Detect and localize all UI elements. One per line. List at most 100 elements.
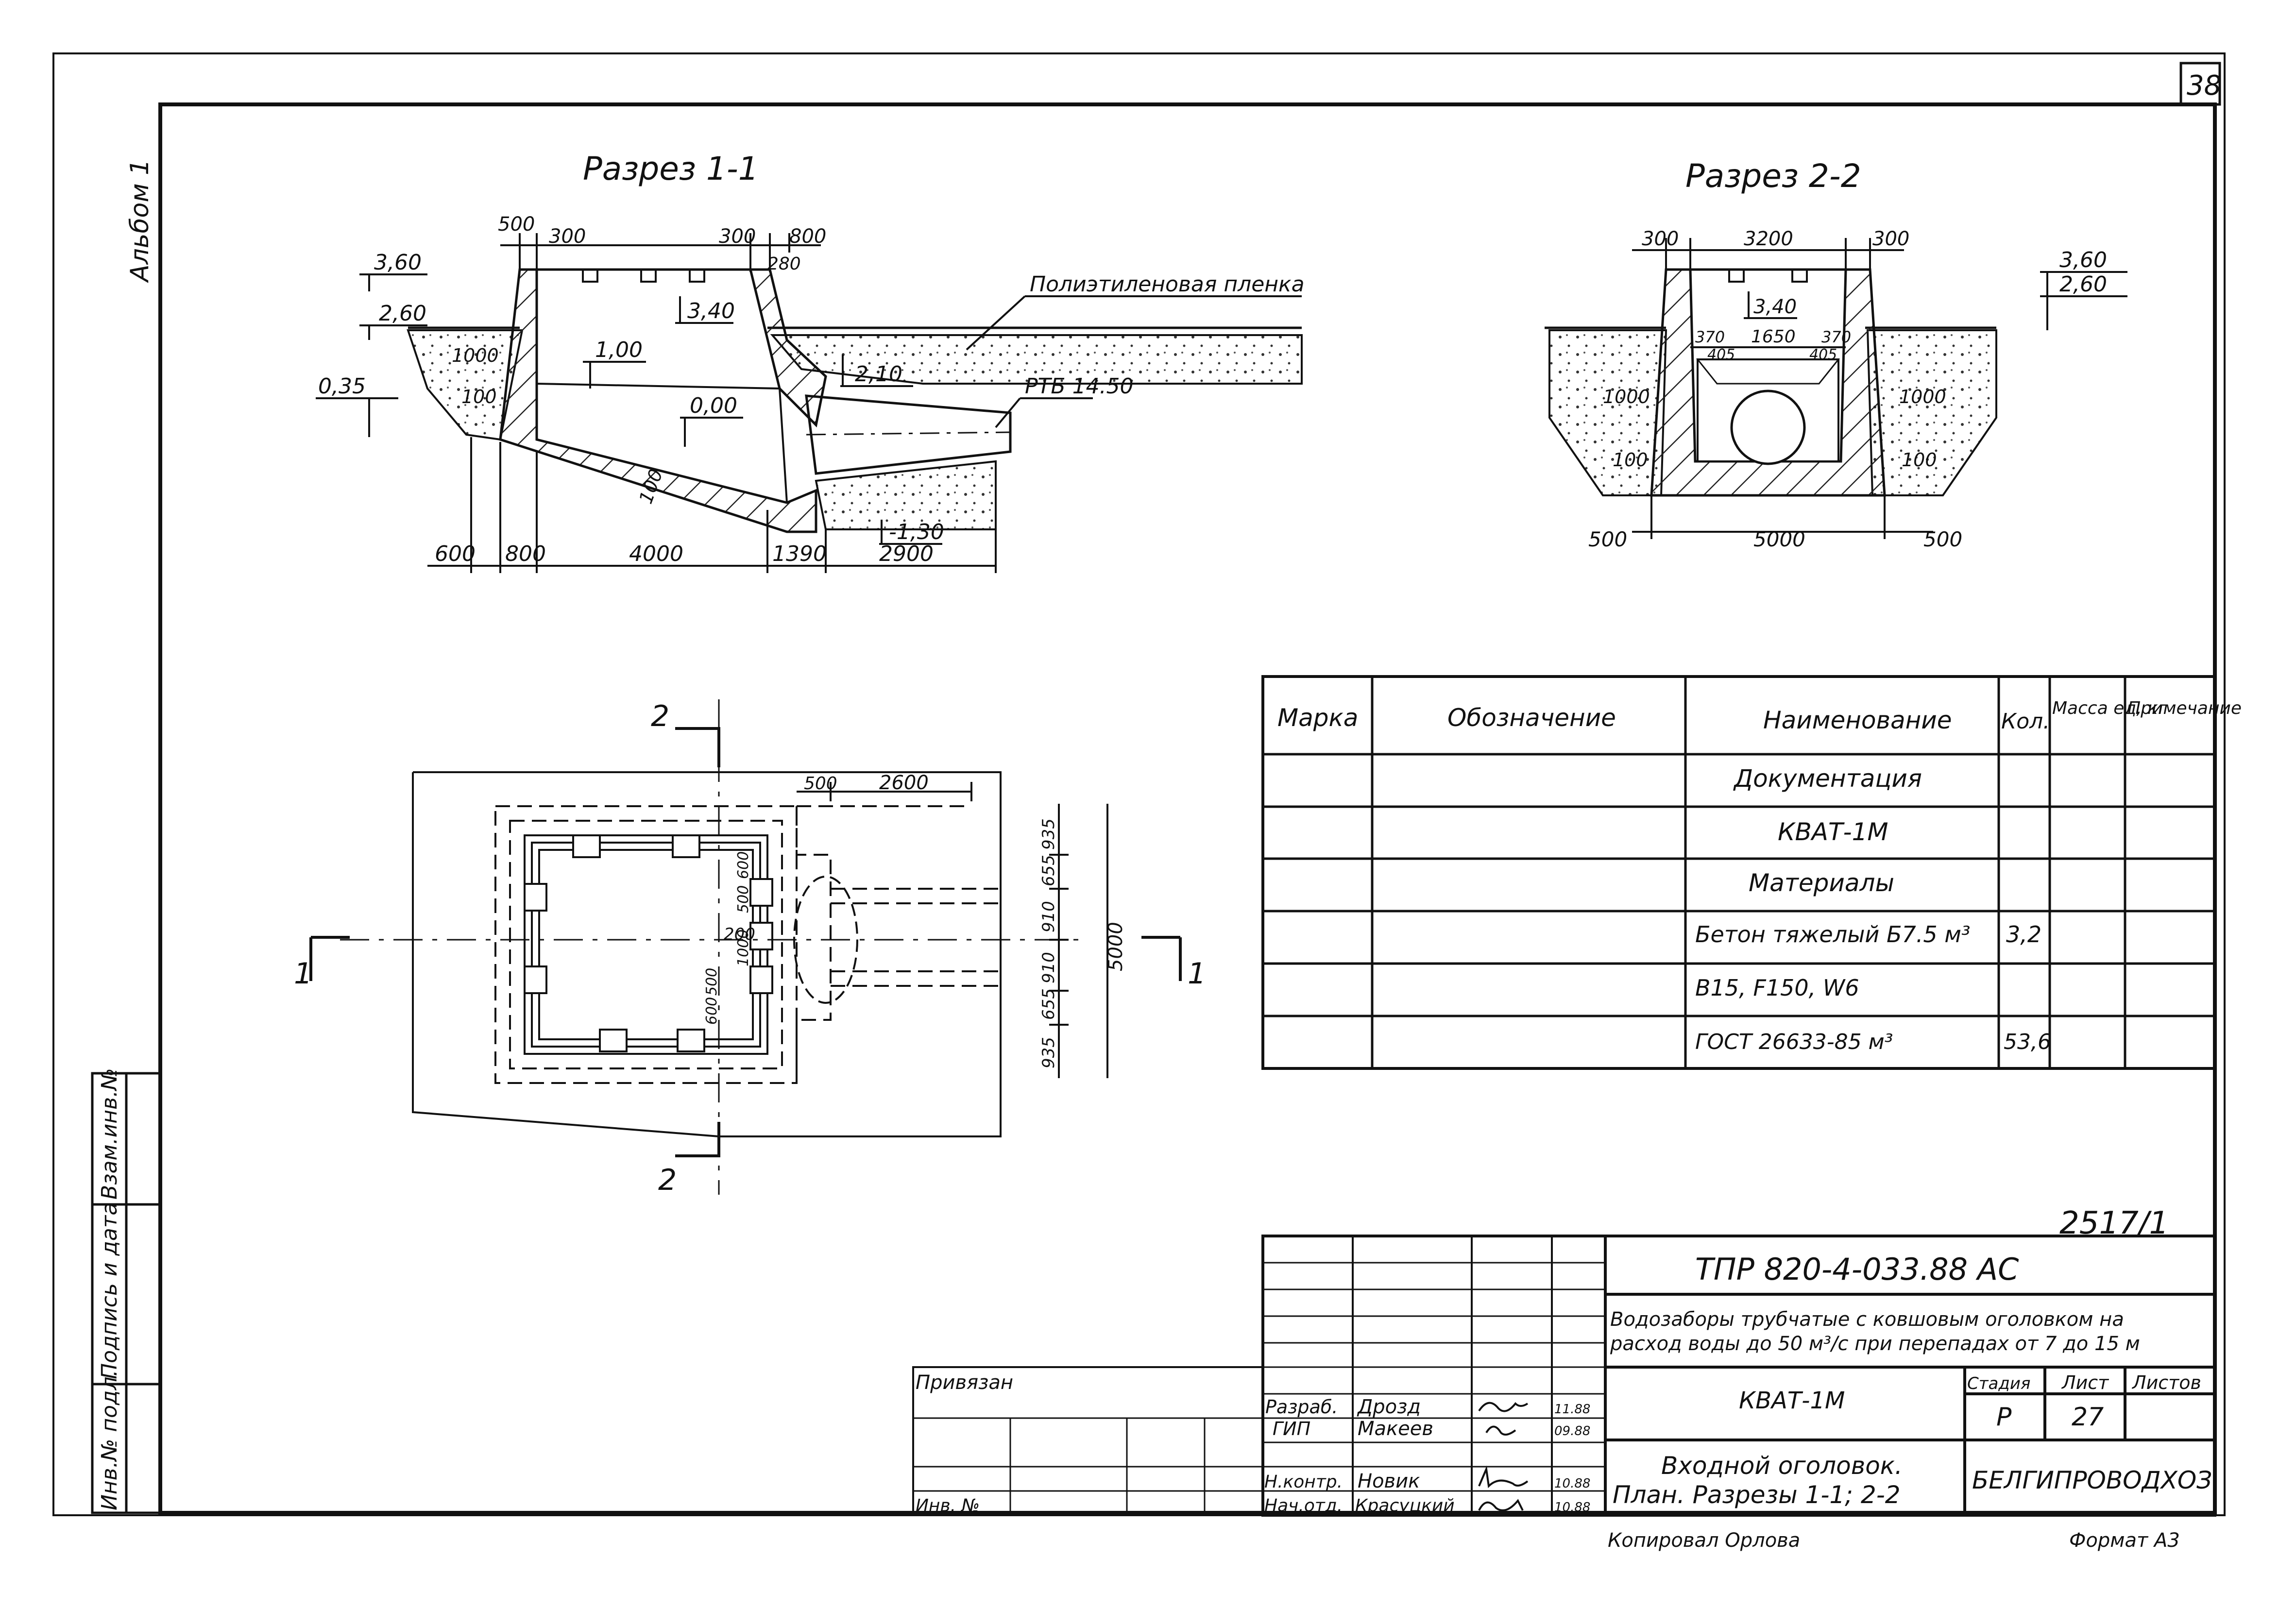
label-pipe: РТБ 14.50 [1025,374,1134,399]
album-label: Альбом 1 [125,159,154,283]
drawing-title-2: План. Разрезы 1-1; 2-2 [1613,1481,1901,1509]
plan-dim-5000: 5000 [1105,922,1127,971]
bound-label: Привязан [916,1371,1013,1394]
row-3-qty: 3,2 [2006,921,2041,948]
signer-2-role: Н.контр. [1264,1472,1343,1492]
copied-by: Копировал Орлова [1608,1529,1800,1552]
top-dim-800: 800 [789,225,826,248]
signer-0-role: Разраб. [1265,1396,1338,1418]
spec-table: Марка Обозначение Наименование Кол. Масс… [1261,675,2242,1070]
bottom-dim-1390: 1390 [772,542,827,566]
plan-inner-500a: 500 [735,885,752,913]
plan-dim-2600: 2600 [879,772,929,794]
stage-label: Стадия [1967,1374,2030,1393]
inner-dim-1650: 1650 [1751,327,1796,347]
section-1-1-title: Разрез 1-1 [583,150,759,187]
signer-3-role: Нач.отд. [1264,1496,1343,1516]
row-3-name: Бетон тяжелый Б7.5 м³ [1695,921,1970,948]
dim-3200: 3200 [1744,228,1793,250]
plan-dim-935-top: 935 [1039,818,1058,850]
signer-2-date: 10.88 [1554,1476,1590,1491]
signer-3-date: 10.88 [1554,1500,1590,1515]
inner-dim-405a: 405 [1707,346,1735,363]
plan-inner-600b: 600 [703,997,720,1025]
sheet-label: Лист [2061,1372,2109,1393]
level-3-60: 3,60 [374,250,422,275]
dim-300-right: 300 [1872,228,1909,250]
header-name: Наименование [1763,706,1952,734]
row-0-name: Документация [1733,764,1922,793]
signer-0-name: Дрозд [1357,1396,1421,1418]
top-dim-280: 280 [767,254,801,274]
level-3-60-b: 3,60 [2059,248,2107,272]
plan-inner-500b: 500 [703,968,720,996]
plan-dim-910-top: 910 [1039,901,1058,932]
signer-1-date: 09.88 [1554,1424,1590,1439]
section-2-2: Разрез 2-2 3,60 2,60 3,40 [1545,157,2127,551]
page-number: 38 [2187,70,2221,102]
signer-1-name: Макеев [1358,1418,1433,1440]
bottom-dim-500-left: 500 [1588,527,1627,551]
label-film: Полиэтиленовая пленка [1030,272,1305,297]
section-2-2-title: Разрез 2-2 [1685,157,1861,195]
sheet-no-value: 27 [2072,1403,2104,1432]
item-code: КВАТ-1М [1739,1387,1845,1414]
level-3-40-b: 3,40 [1753,296,1797,318]
bottom-dim-2900: 2900 [879,542,934,566]
level-0-00: 0,00 [690,393,737,418]
row-5-qty: 53,6 [2004,1030,2051,1054]
plan-dim-655-top: 655 [1039,855,1058,886]
top-dim-300a: 300 [549,225,586,248]
side-dim-1000-right: 1000 [1899,386,1946,407]
inv-label: Инв. № [916,1496,980,1516]
bottom-dim-600: 600 [435,542,476,566]
level-minus-1-30: -1,30 [889,520,944,544]
cut-mark-2-bottom: 2 [658,1163,677,1197]
side-dim-1000: 1000 [452,345,499,366]
dim-300-left: 300 [1642,228,1679,250]
cut-mark-2-top: 2 [651,699,669,733]
bottom-dim-800: 800 [505,542,546,566]
row-1-name: КВАТ-1М [1778,818,1888,846]
cut-mark-1-left: 1 [294,957,312,991]
header-note: Примечание [2127,698,2242,718]
signer-3-name: Красуцкий [1355,1496,1455,1516]
signer-0-date: 11.88 [1554,1402,1590,1417]
drawing-title-1: Входной оголовок. [1661,1452,1903,1480]
bottom-dim-4000: 4000 [629,542,683,566]
side-dim-1000-left: 1000 [1603,386,1650,407]
signer-2-name: Новик [1358,1470,1420,1492]
bottom-dim-5000: 5000 [1753,527,1805,551]
row-2-name: Материалы [1749,869,1894,897]
inner-dim-370a: 370 [1695,328,1725,346]
plan-dim-910-bottom: 910 [1039,952,1058,983]
level-1-00: 1,00 [595,338,643,362]
row-4-name: В15, F150, W6 [1695,975,1859,1001]
side-label-inv: Инв.№ подл. [97,1370,122,1510]
inner-dim-405b: 405 [1809,346,1837,363]
header-qty: Кол. [2001,709,2050,734]
project-title-1: Водозаборы трубчатые с ковшовым оголовко… [1610,1308,2124,1331]
plan-view: 2 2 1 1 500 2600 935 655 910 910 655 935… [294,699,1206,1197]
plan-dim-655-bottom: 655 [1039,988,1058,1020]
section-1-1: Разрез 1-1 [316,150,1305,573]
side-label-replace: Взам.инв.№ [97,1068,122,1200]
top-dim-300b: 300 [719,225,756,248]
inner-dim-370b: 370 [1821,328,1851,346]
side-stamp [91,1072,162,1514]
bottom-dim-500-right: 500 [1923,527,1962,551]
cut-mark-1-right: 1 [1188,957,1206,991]
side-dim-100-right: 100 [1902,449,1937,471]
level-0-35: 0,35 [318,374,366,399]
header-mark: Марка [1277,704,1358,732]
plan-inner-600a: 600 [735,851,752,879]
project-title-2: расход воды до 50 м³/с при перепадах от … [1610,1333,2140,1355]
side-dim-100: 100 [461,386,497,407]
level-2-60: 2,60 [379,301,426,326]
plan-inner-200: 200 [724,925,755,944]
stage-value: Р [1996,1403,2012,1432]
level-3-40: 3,40 [687,299,735,323]
format-label: Формат А3 [2069,1529,2180,1552]
signer-1-role: ГИП [1273,1418,1310,1439]
side-dim-100-left: 100 [1613,449,1648,471]
